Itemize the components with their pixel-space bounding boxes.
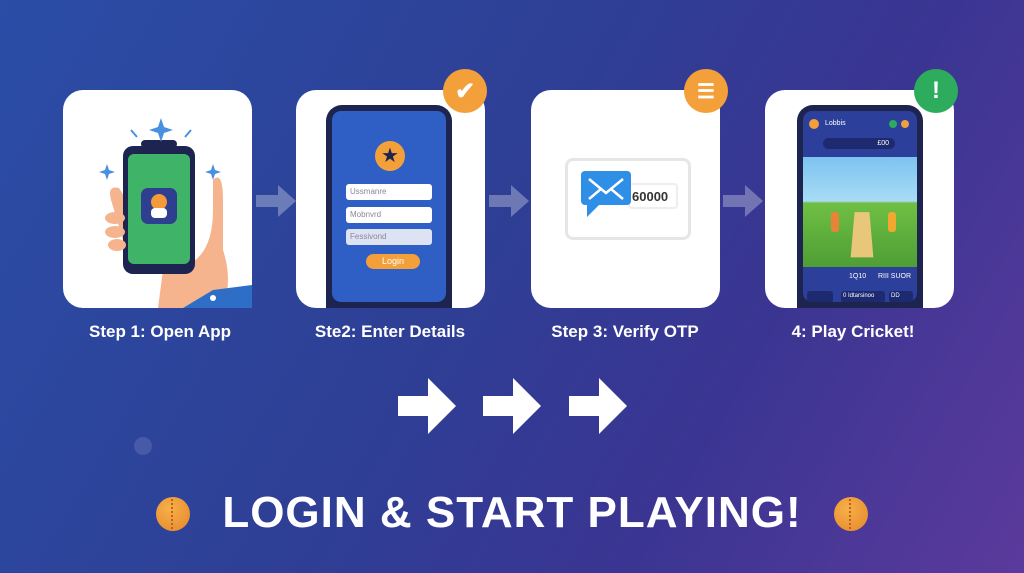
step-4-label: 4: Play Cricket! [791, 322, 915, 341]
score-bar: £00 [823, 138, 895, 149]
message-envelope-icon [581, 171, 631, 217]
otp-message-box: 60000 [565, 158, 691, 240]
password-confirm-input[interactable]: Fessivond [346, 229, 432, 245]
lobby-header: Lobbis [825, 120, 846, 127]
connector-arrow-icon [256, 185, 296, 217]
big-arrow-icon [569, 378, 627, 434]
step-1-label: Step 1: Open App [89, 322, 231, 341]
star-icon: ★ [375, 141, 405, 171]
connector-arrow-icon [723, 185, 763, 217]
bottom-stat-right: RIII SUOR [877, 273, 911, 280]
step-4-card: Lobbis £00 1Q10 RIII SUOR 0 Idtarsinoo D… [765, 90, 954, 308]
checkmark-badge-icon: ✔ [443, 69, 487, 113]
login-button[interactable]: Login [366, 254, 420, 269]
phone-mockup: ★ Ussmanre Mobnvrd Fessivond Login [326, 105, 452, 308]
step-1-card [63, 90, 252, 308]
hand-holding-phone-icon [99, 118, 252, 308]
bottom-button-1[interactable] [807, 291, 833, 302]
alert-badge-icon: ! [914, 69, 958, 113]
password-input[interactable]: Mobnvrd [346, 207, 432, 223]
big-arrow-icon [398, 378, 456, 434]
step-3-card: 60000 [531, 90, 720, 308]
bottom-button-3[interactable]: DD [889, 291, 913, 302]
main-title: LOGIN & START PLAYING! [222, 488, 802, 537]
step-3-label: Step 3: Verify OTP [551, 322, 699, 341]
cricket-ball-icon [156, 497, 190, 531]
cricket-field-scene [803, 157, 917, 267]
cricket-ball-icon [834, 497, 868, 531]
phone-mockup: Lobbis £00 1Q10 RIII SUOR 0 Idtarsinoo D… [797, 105, 923, 308]
bottom-button-2[interactable]: 0 Idtarsinoo [841, 291, 885, 302]
otp-code: 60000 [632, 189, 669, 204]
bottom-stat-left: 1Q10 [849, 273, 867, 280]
list-badge-icon: ☰ [684, 69, 728, 113]
step-2-card: ★ Ussmanre Mobnvrd Fessivond Login [296, 90, 485, 308]
background-dot [134, 437, 152, 455]
big-arrow-icon [483, 378, 541, 434]
connector-arrow-icon [489, 185, 529, 217]
username-input[interactable]: Ussmanre [346, 184, 432, 200]
step-2-label: Ste2: Enter Details [314, 322, 466, 341]
